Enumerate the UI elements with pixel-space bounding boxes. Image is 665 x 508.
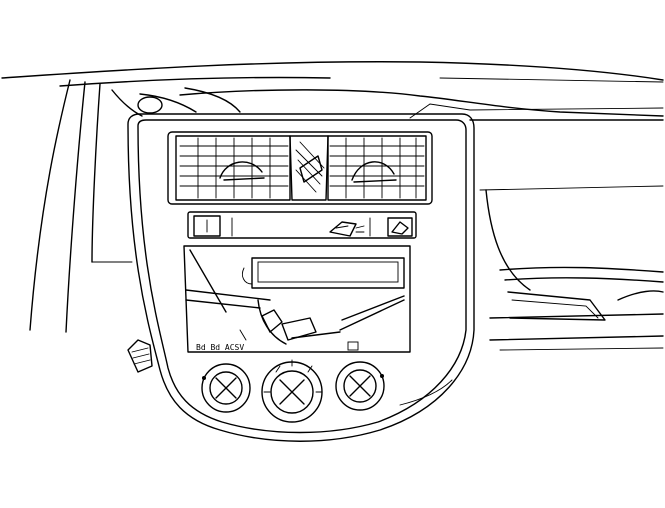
switch-strip xyxy=(187,211,417,239)
panel-callout: Bd Bd ACSV xyxy=(196,343,244,352)
center-console-bezel xyxy=(127,103,475,442)
mode-selector-knob xyxy=(261,359,323,423)
rear-defrost-switch-icon xyxy=(387,217,413,237)
radio-opening xyxy=(183,245,411,353)
steering-column-area xyxy=(29,79,241,373)
hazard-switch-icon xyxy=(329,221,365,237)
temperature-knob xyxy=(335,361,385,411)
fan-speed-knob xyxy=(201,363,251,413)
right-lower-dash xyxy=(485,189,664,351)
air-vent-assembly xyxy=(167,131,433,205)
left-air-vent xyxy=(179,137,289,199)
center-vent-louvers xyxy=(295,141,325,193)
upper-dashboard-lines xyxy=(1,61,664,191)
right-air-vent xyxy=(329,137,425,199)
